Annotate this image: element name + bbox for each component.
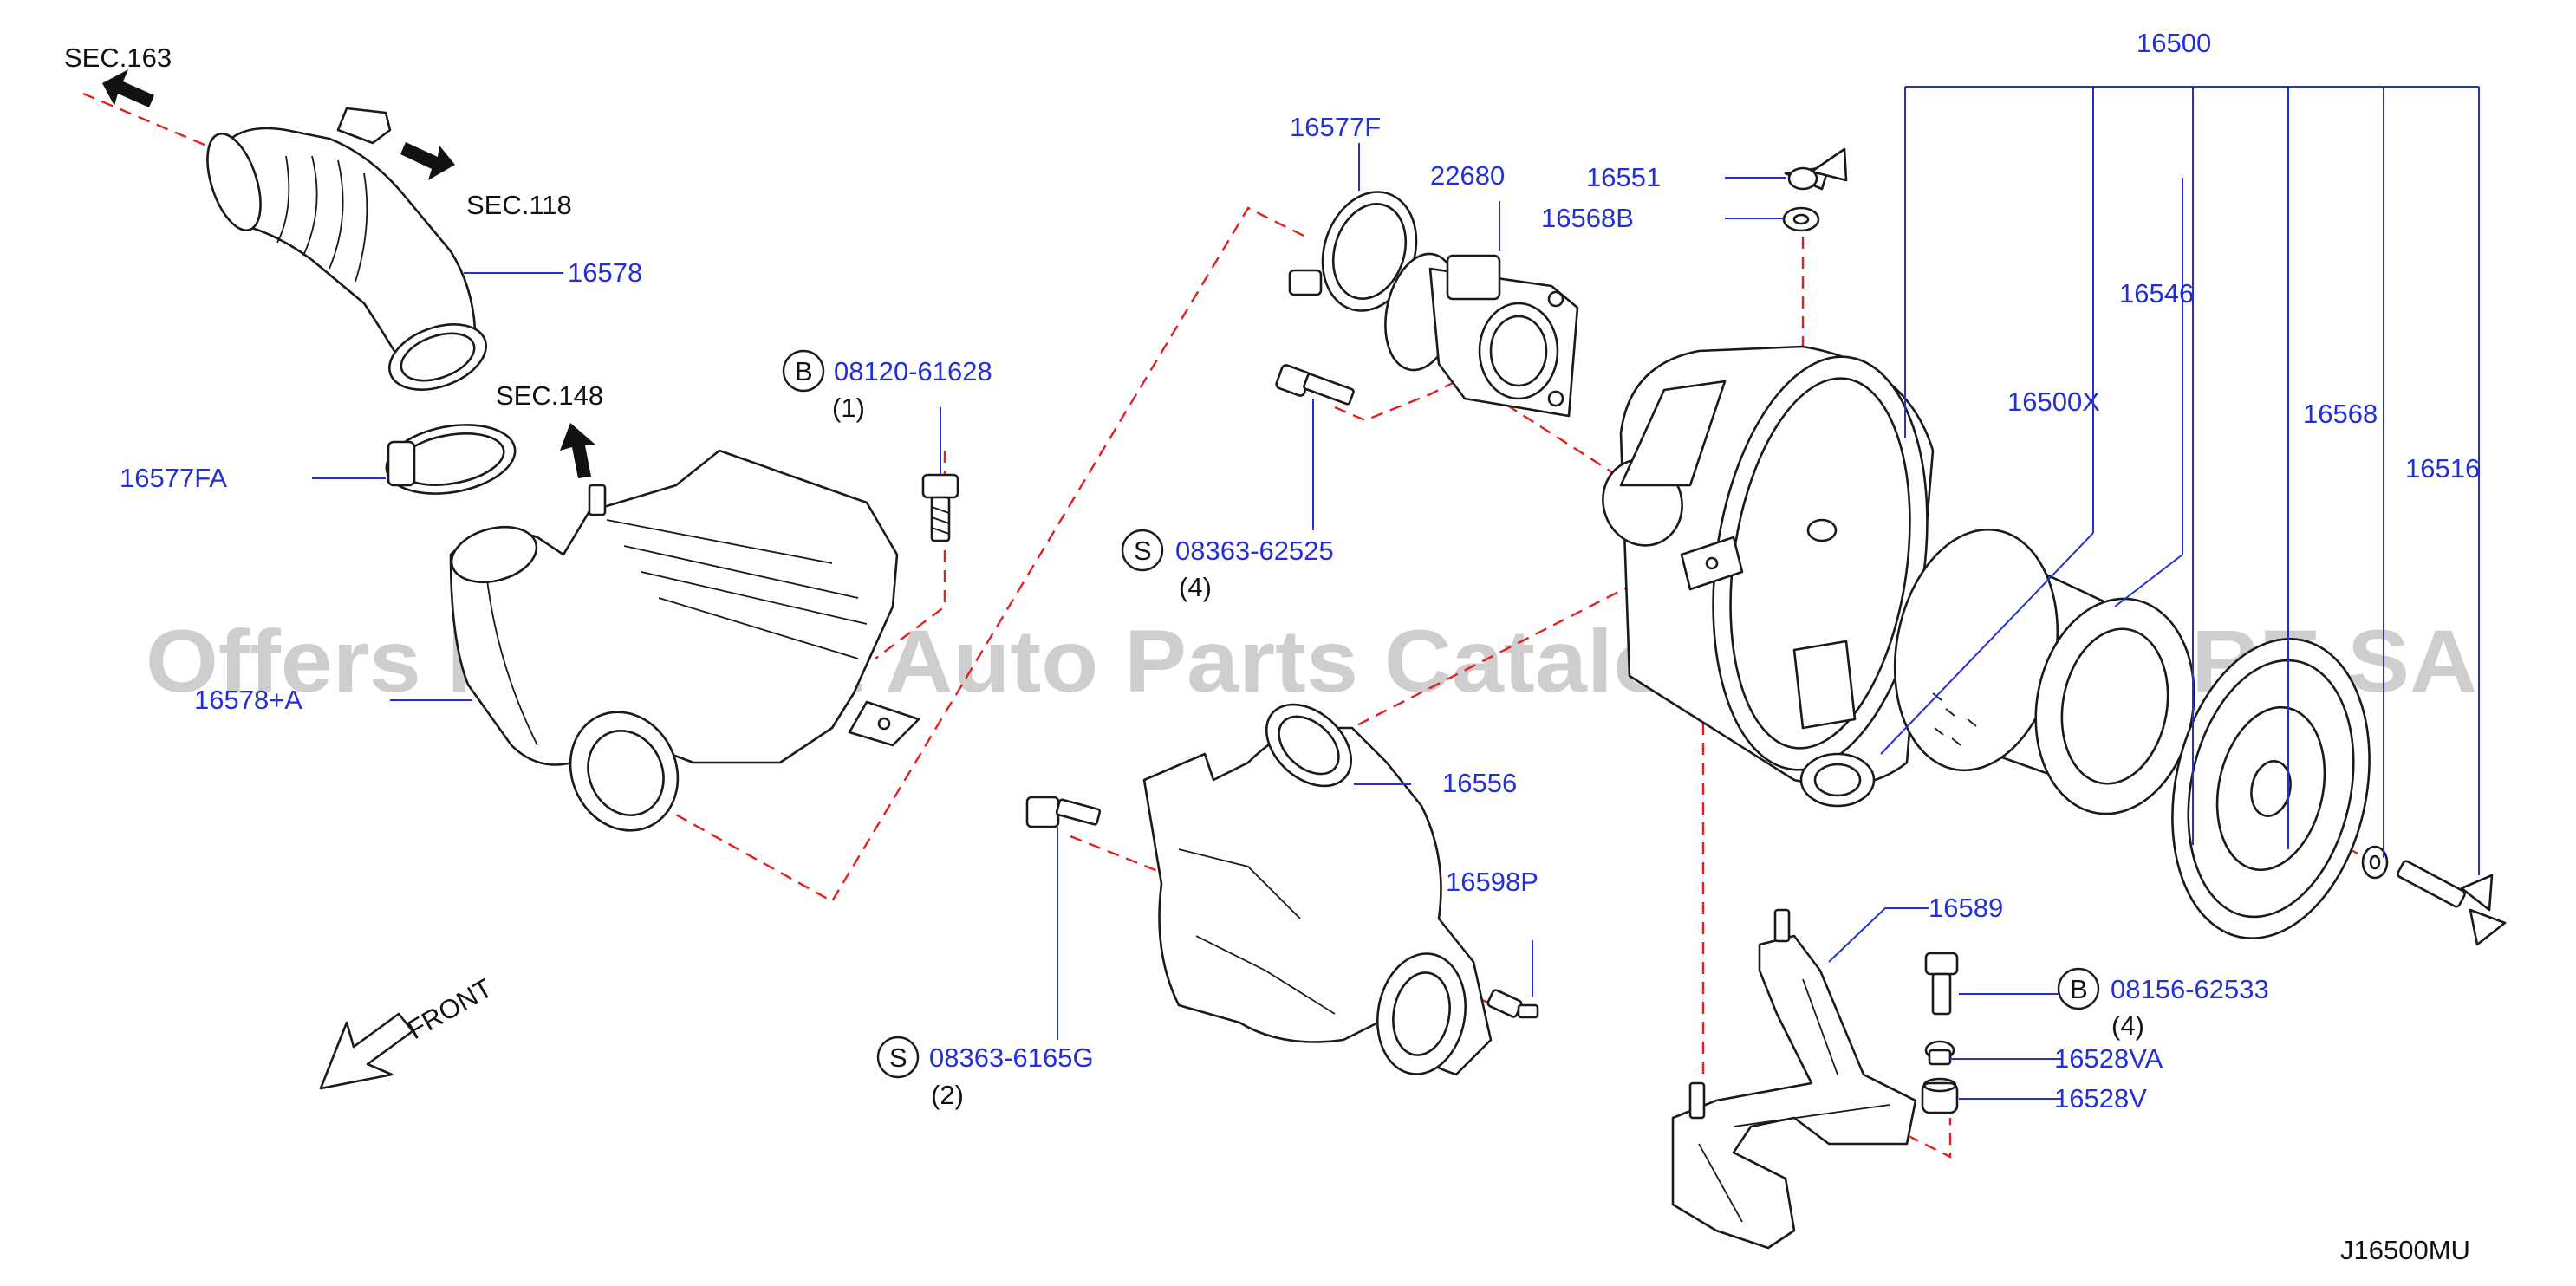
- part-label-16551[interactable]: 16551: [1586, 162, 1661, 192]
- part-label-16528V[interactable]: 16528V: [2054, 1083, 2147, 1114]
- part-label-16516[interactable]: 16516: [2405, 453, 2480, 484]
- part-label-16598P[interactable]: 16598P: [1446, 867, 1538, 897]
- fastener-symbol-1: B: [795, 356, 813, 386]
- washer-16568: [2361, 845, 2389, 880]
- section-ref-163: SEC.163: [64, 42, 172, 73]
- part-label-16568B[interactable]: 16568B: [1541, 203, 1634, 233]
- part-labels: 16500 16577F 22680 16551 16568B 16546 16…: [120, 28, 2480, 1114]
- fastener-qty-1: (1): [832, 393, 865, 423]
- front-direction-indicator: FRONT: [319, 972, 498, 1090]
- air-cleaner-cover-16500X: [2171, 638, 2371, 939]
- front-label: FRONT: [402, 972, 498, 1045]
- part-label-16500[interactable]: 16500: [2137, 28, 2211, 58]
- wing-nut-16551: [1784, 147, 1848, 191]
- collar-16528VA: [1924, 1040, 1955, 1066]
- part-label-22680[interactable]: 22680: [1430, 160, 1505, 191]
- front-arrow-icon: [319, 1012, 414, 1090]
- part-label-16577FA[interactable]: 16577FA: [120, 463, 227, 493]
- section-ref-148: SEC.148: [496, 380, 603, 411]
- screw-08363-62525: [1275, 364, 1355, 406]
- part-label-16589[interactable]: 16589: [1929, 893, 2003, 923]
- fastener-code-08363-6165G[interactable]: 08363-6165G: [929, 1042, 1094, 1073]
- leader-lines: [312, 86, 2480, 1100]
- hose-clamp-16577F: [1288, 191, 1418, 312]
- fastener-symbol-4: B: [2070, 974, 2088, 1004]
- part-label-16546[interactable]: 16546: [2119, 278, 2194, 309]
- part-label-16578[interactable]: 16578: [568, 257, 642, 288]
- diagram-code: J16500MU: [2340, 1235, 2470, 1265]
- grommet-16528V: [1921, 1077, 1959, 1114]
- part-label-16578A[interactable]: 16578+A: [194, 685, 302, 715]
- fastener-symbol-3: S: [889, 1042, 907, 1073]
- intake-duct-16578: [206, 107, 488, 391]
- part-label-16500X[interactable]: 16500X: [2007, 386, 2100, 417]
- fastener-symbol-2: S: [1134, 536, 1152, 566]
- bracket-16589: [1671, 908, 1917, 1250]
- arrow-sec163-icon: [102, 69, 154, 107]
- lower-duct-16556: [1142, 703, 1493, 1076]
- arrow-sec148-icon: [560, 423, 596, 478]
- grommet-16598P: [1486, 989, 1539, 1019]
- air-box-16578A: [449, 449, 920, 832]
- fastener-code-08156-62533[interactable]: 08156-62533: [2111, 974, 2269, 1004]
- hose-clamp-16577FA: [385, 424, 517, 495]
- fastener-qty-2: (4): [1179, 572, 1212, 602]
- part-label-16556[interactable]: 16556: [1442, 768, 1517, 798]
- bolt-08156-62533: [1924, 952, 1959, 1016]
- air-cleaner-housing-16500: [1602, 345, 1935, 808]
- air-flow-sensor-22680: [1384, 252, 1579, 418]
- part-label-16568[interactable]: 16568: [2303, 399, 2378, 429]
- screw-08363-6165G: [1025, 796, 1102, 828]
- part-label-16577F[interactable]: 16577F: [1290, 112, 1381, 142]
- arrow-sec118-icon: [400, 142, 455, 180]
- fastener-code-08120-61628[interactable]: 08120-61628: [834, 356, 992, 386]
- section-ref-118: SEC.118: [466, 190, 572, 220]
- washer-16568B: [1782, 206, 1820, 232]
- wing-bolt-16516: [2397, 860, 2507, 946]
- fastener-symbols: B S S B: [782, 349, 2100, 1079]
- part-label-16528VA[interactable]: 16528VA: [2054, 1043, 2163, 1074]
- fastener-code-08363-62525[interactable]: 08363-62525: [1175, 536, 1334, 566]
- bolt-08120-61628: [921, 473, 959, 542]
- fastener-qty-4: (4): [2111, 1010, 2144, 1041]
- section-arrows: [102, 69, 596, 478]
- air-filter-16546: [1893, 528, 2195, 815]
- fastener-qty-3: (2): [931, 1080, 964, 1110]
